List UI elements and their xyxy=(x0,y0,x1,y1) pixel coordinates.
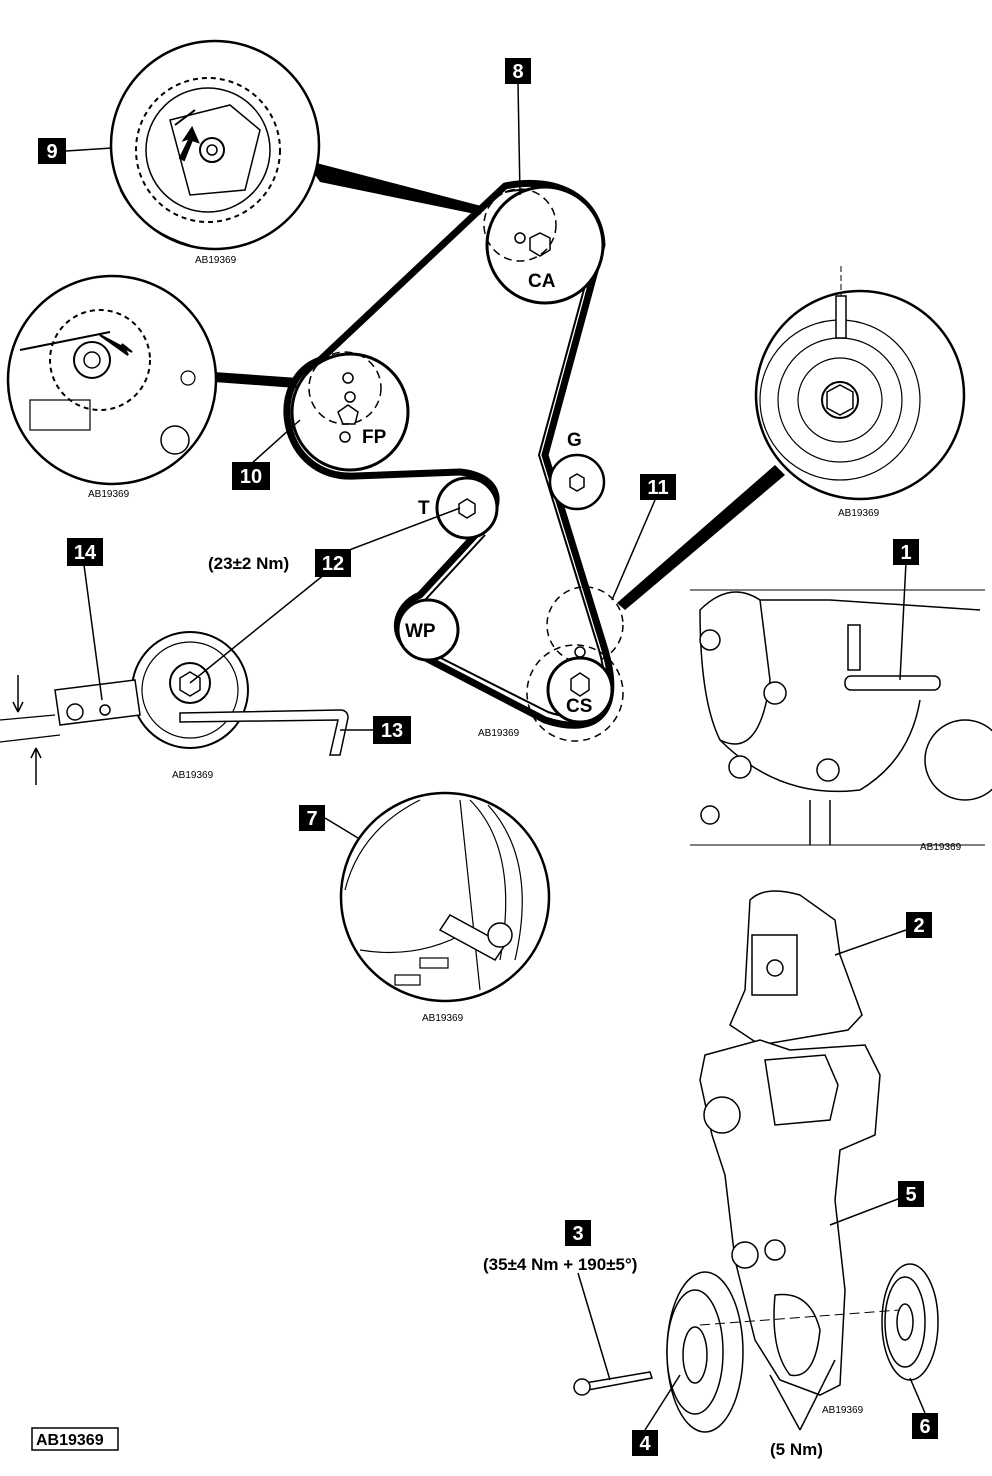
camshaft-pulley-label: CA xyxy=(528,271,556,292)
fuel-pump-pulley-label: FP xyxy=(362,427,387,448)
detail-tensioner-tool xyxy=(0,631,349,785)
allen-key xyxy=(179,709,349,756)
callout-10: 10 xyxy=(232,462,270,490)
callout-4: 4 xyxy=(632,1430,658,1456)
guide-pulley xyxy=(548,453,606,511)
svg-text:2: 2 xyxy=(913,915,924,937)
svg-text:3: 3 xyxy=(572,1223,583,1245)
callout-2: 2 xyxy=(906,912,932,938)
leader-lines xyxy=(65,82,926,1431)
callout-8: 8 xyxy=(505,58,531,84)
svg-text:8: 8 xyxy=(512,61,523,83)
svg-text:7: 7 xyxy=(306,808,317,830)
detail-crankshaft-pin xyxy=(617,266,966,610)
detail-1-ref: AB19369 xyxy=(920,842,962,853)
callout-12: 12 xyxy=(315,549,351,577)
svg-text:10: 10 xyxy=(240,466,262,488)
svg-text:6: 6 xyxy=(919,1416,930,1438)
timing-covers-exploded xyxy=(573,890,939,1433)
lower-timing-cover xyxy=(699,1039,881,1396)
timing-pin-arrow xyxy=(174,109,200,162)
detail-11-ref: AB19369 xyxy=(838,508,880,519)
svg-text:13: 13 xyxy=(381,720,403,742)
callout-7: 7 xyxy=(299,805,325,831)
svg-text:4: 4 xyxy=(639,1433,651,1455)
crankshaft-pulley-label: CS xyxy=(566,696,592,717)
water-pump-pulley xyxy=(396,598,460,662)
crankshaft-pulley xyxy=(526,586,624,742)
crank-bolt xyxy=(583,1371,653,1391)
tensioner-torque: (23±2 Nm) xyxy=(208,554,289,573)
figure-reference: AB19369 xyxy=(36,1432,104,1449)
detail-camshaft-sprocket xyxy=(109,39,485,251)
svg-text:9: 9 xyxy=(46,141,57,163)
camshaft-bolt-hex xyxy=(529,232,551,257)
callout-14: 14 xyxy=(67,538,103,566)
water-pump-pulley-label: WP xyxy=(405,621,436,642)
camshaft-pulley-hole xyxy=(514,232,526,244)
svg-text:5: 5 xyxy=(905,1184,916,1206)
callout-3: 3 xyxy=(565,1220,591,1246)
detail-fuel-pump-sprocket xyxy=(6,274,298,486)
callout-9: 9 xyxy=(38,138,66,164)
tensioner-bolt-hex xyxy=(458,498,476,519)
figure-reference-box: AB19369 xyxy=(31,1427,119,1451)
svg-text:14: 14 xyxy=(74,542,97,564)
detail-14-ref: AB19369 xyxy=(172,770,214,781)
detail-10-ref: AB19369 xyxy=(88,489,130,500)
tensioner-pulley-label: T xyxy=(418,498,430,519)
detail-9-ref: AB19369 xyxy=(195,255,237,266)
detail-crankshaft-locking xyxy=(690,589,992,846)
crankshaft-bolt-hex xyxy=(570,672,590,697)
cover-bolt-torque: (5 Nm) xyxy=(770,1440,823,1459)
crank-locking-pin xyxy=(835,295,847,339)
main-diagram-ref: AB19369 xyxy=(478,728,520,739)
svg-text:1: 1 xyxy=(900,542,911,564)
fuel-pump-pulley xyxy=(290,351,410,472)
lower-view-ref: AB19369 xyxy=(822,1405,864,1416)
timing-pin-arrow-2 xyxy=(99,334,133,356)
locking-pin xyxy=(844,675,941,691)
svg-text:11: 11 xyxy=(647,477,668,499)
guide-pulley-label: G xyxy=(567,430,582,451)
tensioner-pulley xyxy=(435,476,499,540)
callout-13: 13 xyxy=(373,716,411,744)
detail-7-ref: AB19369 xyxy=(422,1013,464,1024)
callout-1: 1 xyxy=(893,539,919,565)
callout-6: 6 xyxy=(912,1413,938,1439)
crank-bolt-torque: (35±4 Nm + 190±5°) xyxy=(483,1255,637,1274)
svg-text:12: 12 xyxy=(322,553,344,575)
callout-5: 5 xyxy=(898,1181,924,1207)
detail-tensioner-closeup xyxy=(339,791,551,1003)
callout-11: 11 xyxy=(640,474,676,500)
fuel-pump-bolt-hex xyxy=(337,404,359,425)
